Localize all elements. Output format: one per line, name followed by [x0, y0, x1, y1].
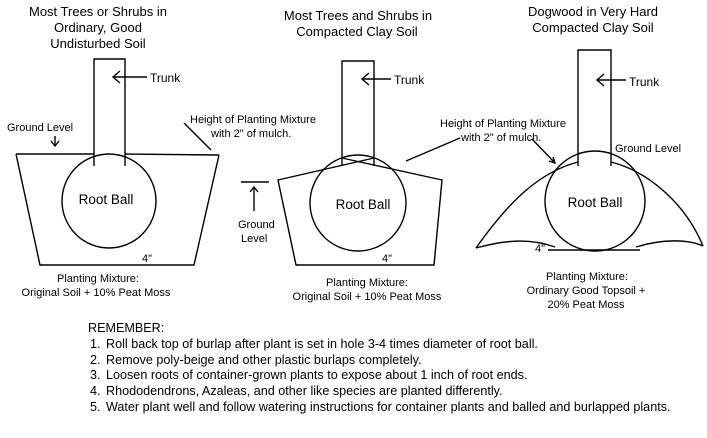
panel-3-hole-bottom	[475, 240, 704, 249]
panel-2-trunk-label: Trunk	[394, 73, 425, 87]
panel-2-planting-hole	[277, 157, 443, 266]
panel-2-mulch-label-line-2: with 2" of mulch.	[460, 132, 541, 144]
panel-2-mixture-line-1: Planting Mixture:	[326, 277, 408, 289]
panel-2-depth-label: 4"	[382, 253, 392, 265]
panel-1-ground-arrowhead	[50, 140, 60, 148]
notes-list: Roll back top of burlap after plant is s…	[88, 337, 698, 416]
panel-1-mulch-label-line-1: Height of Planting Mixture	[190, 114, 316, 126]
note-item: Remove poly-beige and other plastic burl…	[104, 353, 698, 369]
panel-2-trunk-arrowhead	[360, 72, 370, 86]
panel-2-mulch-label-line-1: Height of Planting Mixture	[440, 118, 566, 130]
panel-3-trunk-label: Trunk	[629, 75, 660, 89]
panel-1-depth-label: 4"	[142, 253, 152, 265]
panel-3-mulch-arrowhead	[548, 156, 557, 165]
panel-3-mulch-pointer	[531, 138, 556, 164]
panel-3-mixture-line-3: 20% Peat Moss	[547, 299, 625, 311]
panel-3-title-line-2: Compacted Clay Soil	[532, 20, 653, 35]
panel-3: Dogwood in Very Hard Compacted Clay Soil…	[475, 4, 704, 311]
panel-2: Most Trees and Shrubs in Compacted Clay …	[238, 8, 566, 303]
panel-3-title-line-1: Dogwood in Very Hard	[528, 4, 658, 19]
panel-1-title-line-3: Undisturbed Soil	[50, 36, 145, 51]
panel-1-title-line-1: Most Trees or Shrubs in	[29, 4, 167, 19]
note-item: Loosen roots of container-grown plants t…	[104, 368, 698, 384]
panel-3-depth-label: 4"	[535, 243, 545, 255]
panel-1-ground-label: Ground Level	[7, 122, 73, 134]
panel-3-mound	[475, 161, 704, 249]
note-item: Rhododendrons, Azaleas, and other like s…	[104, 384, 698, 400]
panel-3-ground-label: Ground Level	[615, 143, 681, 155]
notes-heading: REMEMBER:	[88, 321, 165, 335]
panel-3-mixture-line-1: Planting Mixture:	[546, 271, 628, 283]
panel-2-title-line-2: Compacted Clay Soil	[296, 24, 417, 39]
panel-2-ground-label-line-2: Level	[241, 233, 267, 245]
panel-2-trunk	[341, 60, 375, 166]
panel-1-root-ball	[61, 153, 157, 249]
note-item: Water plant well and follow watering ins…	[104, 400, 698, 416]
panel-2-mixture-line-2: Original Soil + 10% Peat Moss	[293, 291, 442, 303]
panel-1-mixture-line-2: Original Soil + 10% Peat Moss	[22, 287, 171, 299]
panel-2-mulch-pointer	[405, 137, 461, 162]
panel-2-ground-label-line-1: Ground	[238, 219, 275, 231]
panel-1-trunk	[93, 58, 126, 166]
panel-3-trunk	[577, 49, 612, 166]
panel-2-root-ball-label: Root Ball	[336, 197, 391, 212]
panel-1-mulch-label-line-2: with 2" of mulch.	[210, 128, 291, 140]
panel-3-trunk-arrowhead	[595, 73, 605, 87]
panel-3-root-ball-label: Root Ball	[568, 195, 623, 210]
panel-1-ground-line-right	[124, 153, 220, 156]
note-item: Roll back top of burlap after plant is s…	[104, 337, 698, 353]
panel-1-mulch-pointer	[183, 122, 212, 151]
panel-1-trunk-label: Trunk	[150, 71, 181, 85]
panel-3-root-ball	[544, 150, 646, 252]
panel-2-ground-arrowhead	[249, 185, 259, 193]
panel-2-root-ball	[309, 154, 407, 252]
panel-3-mixture-line-2: Ordinary Good Topsoil +	[527, 285, 646, 297]
panel-2-title-line-1: Most Trees and Shrubs in	[284, 8, 432, 23]
panel-1: Most Trees or Shrubs in Ordinary, Good U…	[7, 4, 316, 299]
panel-1-mixture-line-1: Planting Mixture:	[57, 273, 139, 285]
remember-notes: REMEMBER: Roll back top of burlap after …	[88, 321, 698, 416]
panel-1-root-ball-label: Root Ball	[79, 192, 134, 207]
panel-1-trunk-arrowhead	[111, 70, 121, 84]
panel-1-title-line-2: Ordinary, Good	[54, 20, 142, 35]
panel-1-planting-hole	[15, 153, 220, 266]
